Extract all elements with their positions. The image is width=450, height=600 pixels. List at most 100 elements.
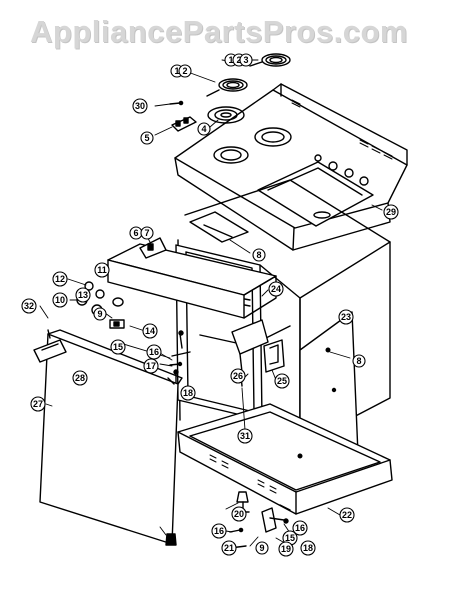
- callout-circle: [237, 428, 253, 444]
- callout-circle: [231, 506, 247, 522]
- callout-circle: [230, 368, 246, 384]
- callout-8: 8: [252, 248, 266, 262]
- screw-30: [169, 100, 184, 106]
- watermark-text: AppliancePartsPros.com: [30, 14, 408, 49]
- base-pan: [177, 403, 393, 515]
- callout-circle: [274, 373, 290, 389]
- callout-label: 9: [97, 309, 102, 319]
- callout-5: 5: [140, 131, 154, 145]
- surface-element-small: [206, 78, 248, 97]
- callout-16: 16: [292, 520, 308, 536]
- callout-circle: [300, 540, 316, 556]
- callout-label: 14: [145, 326, 155, 336]
- callout-20: 20: [231, 506, 247, 522]
- callout-circle: [292, 520, 308, 536]
- callout-circle: [180, 385, 196, 401]
- callout-label: 9: [259, 543, 264, 553]
- callout-circle: [30, 396, 46, 412]
- callout-label: 15: [113, 342, 123, 352]
- callout-label: 23: [341, 312, 351, 322]
- callout-circle: [132, 98, 148, 114]
- callout-circle: [339, 507, 355, 523]
- callout-label: 31: [240, 431, 250, 441]
- callout-label: 4: [201, 124, 206, 134]
- callout-31: 31: [237, 428, 253, 444]
- callout-21: 21: [221, 540, 237, 556]
- door-stop-18: [165, 533, 177, 546]
- callout-circle: [143, 358, 159, 374]
- callout-label: 21: [224, 543, 234, 553]
- callout-26: 26: [230, 368, 246, 384]
- callout-16: 16: [211, 523, 227, 539]
- callout-label: 1: [228, 55, 233, 65]
- callout-23: 23: [338, 309, 354, 325]
- callout-27: 27: [30, 396, 46, 412]
- callout-6: 6: [129, 226, 143, 240]
- callout-circle: [211, 523, 227, 539]
- callout-label: 28: [75, 373, 85, 383]
- drip-bowl: [207, 106, 245, 124]
- callout-4: 4: [197, 122, 211, 136]
- callout-12: 12: [52, 271, 68, 287]
- callout-label: 17: [146, 361, 156, 371]
- terminal-block: [171, 116, 197, 132]
- callout-8: 8: [352, 354, 366, 368]
- callout-label: 20: [234, 509, 244, 519]
- callout-label: 8: [356, 356, 361, 366]
- callout-circle: [93, 307, 107, 321]
- callout-label: 3: [243, 55, 248, 65]
- callout-18: 18: [180, 385, 196, 401]
- callout-circle: [75, 287, 91, 303]
- callout-label: 22: [342, 510, 352, 520]
- callout-17: 17: [143, 358, 159, 374]
- callout-10: 10: [52, 292, 68, 308]
- callout-label: 16: [295, 523, 305, 533]
- oven-door: [33, 329, 183, 545]
- callout-circle: [72, 370, 88, 386]
- callout-9: 9: [93, 307, 107, 321]
- callout-label: 18: [303, 543, 313, 553]
- callout-circle: [110, 339, 126, 355]
- callout-circle: [383, 204, 399, 220]
- callout-circle: [178, 64, 192, 78]
- callout-label: 16: [149, 347, 159, 357]
- callout-label: 27: [33, 399, 43, 409]
- callout-30: 30: [132, 98, 148, 114]
- callout-circle: [221, 540, 237, 556]
- cooktop-panel: [174, 83, 408, 251]
- callout-circle: [252, 248, 266, 262]
- callout-28: 28: [72, 370, 88, 386]
- callout-circle: [278, 541, 294, 557]
- callout-15: 15: [110, 339, 126, 355]
- callout-24: 24: [268, 281, 284, 297]
- callout-18: 18: [300, 540, 316, 556]
- callout-circle: [268, 281, 284, 297]
- callout-label: 12: [55, 274, 65, 284]
- callout-16: 16: [146, 344, 162, 360]
- callout-label: 6: [133, 228, 138, 238]
- callout-label: 15: [285, 533, 295, 543]
- callout-circle: [140, 226, 154, 240]
- callout-7: 7: [140, 226, 154, 240]
- callout-14: 14: [142, 323, 158, 339]
- callout-19: 19: [278, 541, 294, 557]
- callout-9: 9: [255, 541, 269, 555]
- callout-3: 3: [239, 53, 253, 67]
- callout-label: 19: [281, 544, 291, 554]
- callout-circle: [21, 298, 37, 314]
- callout-circle: [255, 541, 269, 555]
- callout-label: 11: [97, 265, 107, 275]
- callout-label: 32: [24, 301, 34, 311]
- callout-circle: [94, 262, 110, 278]
- callout-circle: [52, 271, 68, 287]
- panel-hardware: [169, 330, 285, 389]
- callout-label: 10: [55, 295, 65, 305]
- callout-circle: [338, 309, 354, 325]
- callout-label: 24: [271, 284, 281, 294]
- callout-13: 13: [75, 287, 91, 303]
- callout-label: 1: [174, 66, 179, 76]
- callout-32: 32: [21, 298, 37, 314]
- callout-circle: [197, 122, 211, 136]
- callout-circle: [140, 131, 154, 145]
